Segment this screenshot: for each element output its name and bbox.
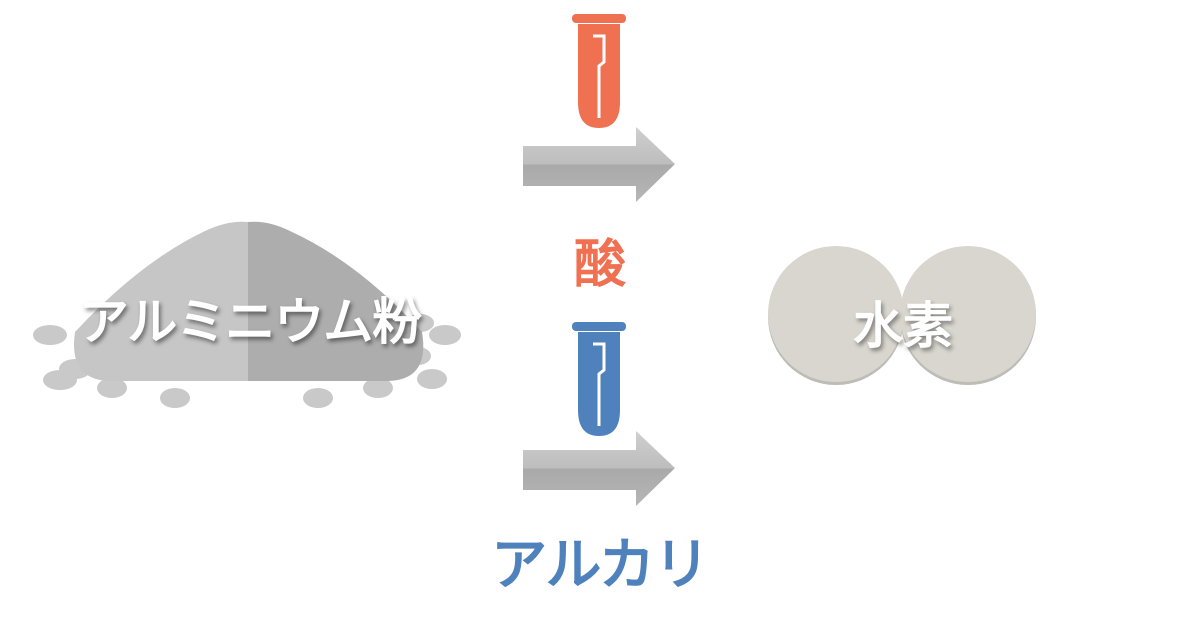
granule: [43, 370, 77, 390]
granule: [429, 325, 461, 345]
powder-granules: [33, 314, 461, 408]
acid-reaction-arrow: [523, 127, 675, 202]
hydrogen-atom-left: [768, 246, 904, 382]
pile-left-half: [74, 221, 248, 381]
hydrogen-label: 水素: [853, 297, 953, 355]
granule: [97, 378, 127, 398]
aluminum-powder-label: アルミニウム粉: [78, 293, 423, 351]
pile-right-half: [248, 221, 424, 381]
alkali-test-tube-icon: [572, 322, 626, 436]
alkali-label: アルカリ: [491, 533, 710, 598]
granule: [363, 378, 393, 398]
granule: [303, 388, 333, 408]
hydrogen-molecule: [768, 246, 1036, 385]
aluminum-powder-pile: [33, 221, 461, 408]
acid-label: 酸: [573, 235, 626, 295]
granule: [160, 388, 190, 408]
granule: [417, 369, 447, 389]
granule: [33, 325, 67, 345]
acid-test-tube-icon: [572, 14, 626, 128]
alkali-reaction-arrow: [523, 431, 675, 506]
hydrogen-atom-right: [900, 246, 1036, 382]
